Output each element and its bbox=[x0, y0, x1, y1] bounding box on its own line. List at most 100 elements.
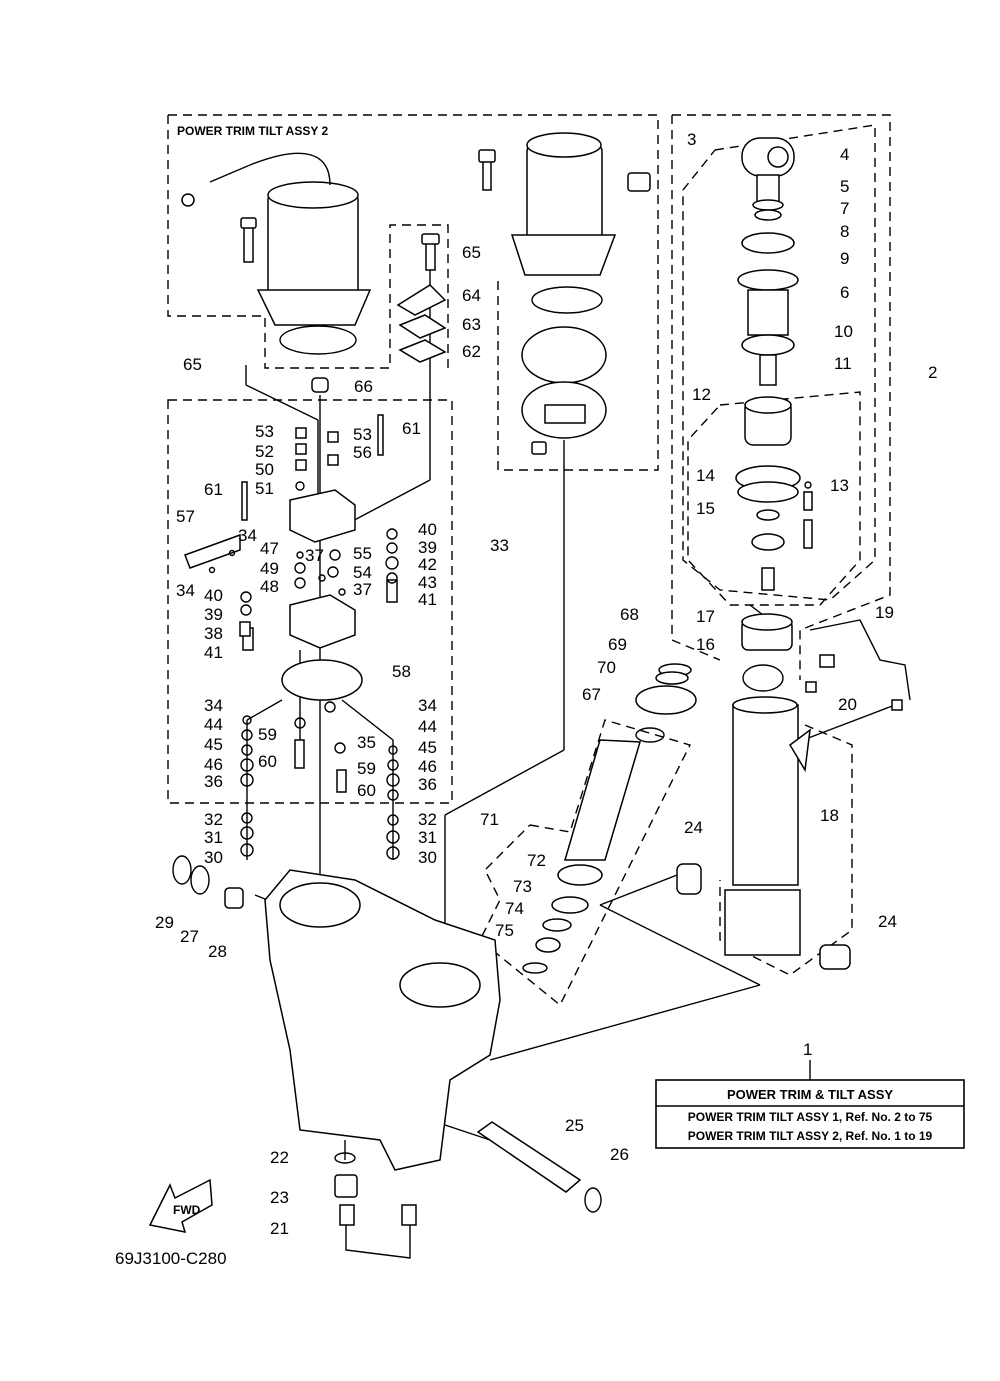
callout-22: 22 bbox=[270, 1148, 289, 1167]
callout-41b: 41 bbox=[204, 643, 223, 662]
lower-parts bbox=[334, 1121, 602, 1259]
assy2-header: POWER TRIM TILT ASSY 2 bbox=[177, 124, 328, 138]
callout-55: 55 bbox=[353, 544, 372, 563]
callout-68: 68 bbox=[620, 605, 639, 624]
callout-39b: 39 bbox=[204, 605, 223, 624]
tilt-rod-parts bbox=[737, 137, 799, 386]
callout-6: 6 bbox=[840, 283, 849, 302]
callout-71: 71 bbox=[480, 810, 499, 829]
callout-14: 14 bbox=[696, 466, 715, 485]
callout-41a: 41 bbox=[418, 590, 437, 609]
callout-26: 26 bbox=[610, 1145, 629, 1164]
callout-9: 9 bbox=[840, 249, 849, 268]
callout-70: 70 bbox=[597, 658, 616, 677]
callout-34b: 34 bbox=[176, 581, 195, 600]
callout-24a: 24 bbox=[684, 818, 703, 837]
assembly-boundaries bbox=[167, 114, 891, 1007]
legend-box: POWER TRIM & TILT ASSY POWER TRIM TILT A… bbox=[655, 1060, 965, 1149]
callout-66: 66 bbox=[354, 377, 373, 396]
callout-58: 58 bbox=[392, 662, 411, 681]
trim-ram-parts bbox=[522, 663, 697, 974]
callout-73: 73 bbox=[513, 877, 532, 896]
callout-62: 62 bbox=[462, 342, 481, 361]
manifold-housing bbox=[172, 855, 501, 1171]
callout-75: 75 bbox=[495, 921, 514, 940]
fwd-label: FWD bbox=[173, 1203, 201, 1217]
callout-65a: 65 bbox=[462, 243, 481, 262]
callout-42: 42 bbox=[418, 555, 437, 574]
callout-15: 15 bbox=[696, 499, 715, 518]
callout-2: 2 bbox=[928, 363, 937, 382]
callout-59a: 59 bbox=[258, 725, 277, 744]
callout-33: 33 bbox=[490, 536, 509, 555]
callout-30b: 30 bbox=[418, 848, 437, 867]
callout-7: 7 bbox=[840, 199, 849, 218]
motor-assembly-1 bbox=[478, 132, 651, 455]
callout-38: 38 bbox=[204, 624, 223, 643]
callout-36a: 36 bbox=[204, 772, 223, 791]
callout-37b: 37 bbox=[353, 580, 372, 599]
callout-47: 47 bbox=[260, 539, 279, 558]
callout-51: 51 bbox=[255, 479, 274, 498]
callout-31b: 31 bbox=[418, 828, 437, 847]
callout-44b: 44 bbox=[418, 717, 437, 736]
callout-24b: 24 bbox=[878, 912, 897, 931]
drawing-code: 69J3100-C280 bbox=[115, 1249, 227, 1268]
callout-5: 5 bbox=[840, 177, 849, 196]
callout-10: 10 bbox=[834, 322, 853, 341]
callout-49: 49 bbox=[260, 559, 279, 578]
callout-45b: 45 bbox=[418, 738, 437, 757]
callout-21: 21 bbox=[270, 1219, 289, 1238]
callout-18: 18 bbox=[820, 806, 839, 825]
callout-59b: 59 bbox=[357, 759, 376, 778]
callout-20: 20 bbox=[838, 695, 857, 714]
callout-60a: 60 bbox=[258, 752, 277, 771]
callout-40a: 40 bbox=[418, 520, 437, 539]
callout-46b: 46 bbox=[418, 757, 437, 776]
callout-40b: 40 bbox=[204, 586, 223, 605]
legend-line-1: POWER TRIM TILT ASSY 1, Ref. No. 2 to 75 bbox=[688, 1110, 933, 1124]
callout-44a: 44 bbox=[204, 715, 223, 734]
callout-35: 35 bbox=[357, 733, 376, 752]
piston-parts bbox=[735, 396, 813, 692]
callout-50: 50 bbox=[255, 460, 274, 479]
valve-bodies bbox=[184, 414, 398, 793]
callout-23: 23 bbox=[270, 1188, 289, 1207]
callout-53a: 53 bbox=[255, 422, 274, 441]
callout-56: 56 bbox=[353, 443, 372, 462]
callout-17: 17 bbox=[696, 607, 715, 626]
callout-32a: 32 bbox=[204, 810, 223, 829]
callout-8: 8 bbox=[840, 222, 849, 241]
callout-13: 13 bbox=[830, 476, 849, 495]
callout-31a: 31 bbox=[204, 828, 223, 847]
callout-60b: 60 bbox=[357, 781, 376, 800]
callout-65b: 65 bbox=[183, 355, 202, 374]
callout-64: 64 bbox=[462, 286, 481, 305]
callout-57: 57 bbox=[176, 507, 195, 526]
cylinder-parts bbox=[676, 619, 911, 970]
callout-34a: 34 bbox=[238, 526, 257, 545]
callout-36b: 36 bbox=[418, 775, 437, 794]
callout-19: 19 bbox=[875, 603, 894, 622]
callout-67: 67 bbox=[582, 685, 601, 704]
callout-63: 63 bbox=[462, 315, 481, 334]
small-seals bbox=[208, 481, 400, 860]
callout-labels: 1 2 3 4 5 7 8 9 6 10 11 12 13 14 15 17 1… bbox=[155, 130, 937, 1238]
callout-61b: 61 bbox=[402, 419, 421, 438]
callout-54: 54 bbox=[353, 563, 372, 582]
callout-69: 69 bbox=[608, 635, 627, 654]
callout-53b: 53 bbox=[353, 425, 372, 444]
callout-11: 11 bbox=[834, 354, 852, 373]
callout-32b: 32 bbox=[418, 810, 437, 829]
callout-48: 48 bbox=[260, 577, 279, 596]
motor-assembly-2 bbox=[181, 152, 372, 355]
callout-46a: 46 bbox=[204, 755, 223, 774]
callout-37a: 37 bbox=[305, 546, 324, 565]
callout-27: 27 bbox=[180, 927, 199, 946]
callout-34c: 34 bbox=[204, 696, 223, 715]
callout-4: 4 bbox=[840, 145, 849, 164]
callout-12: 12 bbox=[692, 385, 711, 404]
legend-title: POWER TRIM & TILT ASSY bbox=[727, 1087, 893, 1102]
callout-28: 28 bbox=[208, 942, 227, 961]
